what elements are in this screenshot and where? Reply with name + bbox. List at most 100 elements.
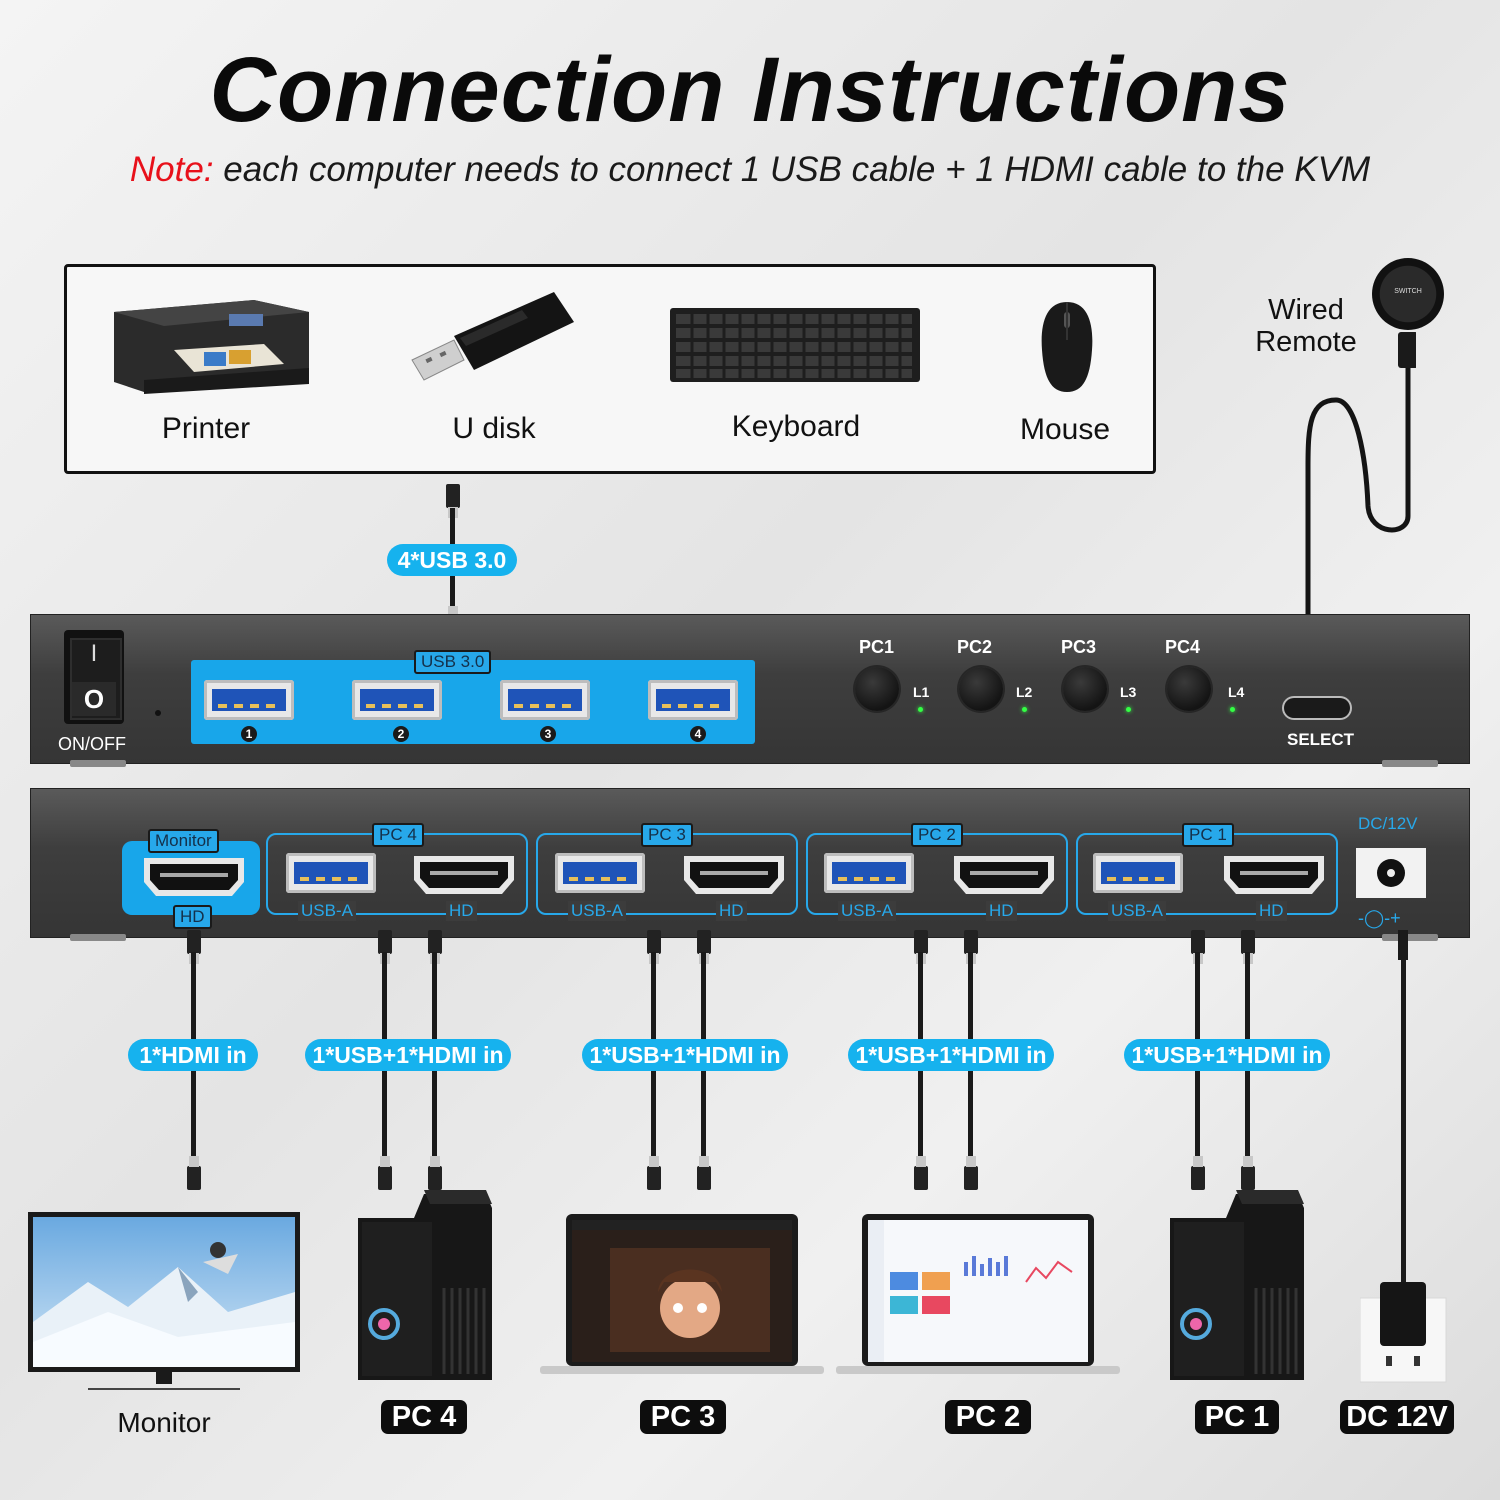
usb-plug (1191, 1156, 1205, 1190)
pc2-select-button[interactable] (959, 667, 1003, 711)
pc1-tower-icon (1170, 1190, 1304, 1380)
usb-plug (914, 930, 928, 964)
peripheral-label-keyboard: Keyboard (731, 410, 861, 443)
select-usb-c-port[interactable] (1284, 698, 1350, 718)
led-l1 (918, 707, 923, 712)
pc3-usb-a-port[interactable] (555, 853, 645, 893)
usb-plug (914, 1156, 928, 1190)
usb-plug (647, 930, 661, 964)
usb-drive-icon (411, 292, 574, 381)
pc4-usb-a-label: USB-A (298, 901, 356, 921)
led-label-l1: L1 (913, 684, 930, 700)
usb-plug (647, 1156, 661, 1190)
pc1-usb-a-port[interactable] (1093, 853, 1183, 893)
monitor-icon (28, 1212, 300, 1390)
power-switch[interactable]: I O (64, 630, 124, 724)
pc3-hdmi-port[interactable] (682, 854, 786, 896)
front-usb-port-4[interactable] (648, 680, 738, 720)
page-title: Connection Instructions (209, 39, 1291, 141)
select-label: SELECT (1287, 730, 1355, 749)
usb-plug (378, 1156, 392, 1190)
pc1-select-button[interactable] (855, 667, 899, 711)
pc4-select-button[interactable] (1167, 667, 1211, 711)
pc1-button-label: PC1 (859, 637, 895, 657)
device-label-pc1: PC 1 (1195, 1400, 1279, 1434)
pc2-usb-a-label: USB-A (838, 901, 896, 921)
foot (70, 760, 126, 767)
pc2-laptop-icon (836, 1214, 1120, 1374)
remote-label: Wired Remote (1236, 294, 1376, 358)
monitor-hd-label: HD (173, 905, 212, 929)
remote-device-text: SWITCH (1394, 288, 1422, 295)
pc4-group-label: PC 4 (372, 823, 424, 847)
hdmi-plug (964, 930, 978, 964)
pc3-laptop-icon (540, 1214, 824, 1374)
printer-icon (114, 300, 309, 394)
pc1-hdmi-port[interactable] (1222, 854, 1326, 896)
device-label-dc12v: DC 12V (1340, 1400, 1454, 1434)
dc-power-jack[interactable] (1356, 848, 1426, 898)
hdmi-plug (1241, 930, 1255, 964)
usb-group-label: USB 3.0 (414, 650, 492, 674)
hdmi-plug (964, 1156, 978, 1190)
pc1-hd-label: HD (1256, 901, 1287, 921)
note-prefix: Note: (129, 150, 214, 189)
hdmi-plug (428, 930, 442, 964)
front-usb-port-2[interactable] (352, 680, 442, 720)
pc2-usb-a-port[interactable] (824, 853, 914, 893)
wired-remote-device[interactable]: SWITCH (1372, 258, 1444, 330)
dc-label: DC/12V (1358, 814, 1418, 833)
mouse-icon (1041, 302, 1093, 392)
foot (1382, 760, 1438, 767)
hdmi-plug (1241, 1156, 1255, 1190)
pc4-button-label: PC4 (1165, 637, 1201, 657)
pc2-hd-label: HD (986, 901, 1017, 921)
pc1-usb-a-label: USB-A (1108, 901, 1166, 921)
usb-pill: 4*USB 3.0 (387, 544, 517, 576)
port-number-3: 3 (540, 726, 556, 742)
front-usb-port-3[interactable] (500, 680, 590, 720)
switch-on-mark: I (90, 640, 98, 667)
connection-pill-monitor: 1*HDMI in (128, 1039, 258, 1071)
pc2-group-label: PC 2 (911, 823, 963, 847)
polarity-symbol: -◯-+ (1358, 908, 1401, 928)
peripheral-label-mouse: Mouse (1019, 413, 1111, 446)
monitor-port-label: Monitor (148, 829, 219, 853)
port-number-2: 2 (393, 726, 409, 742)
keyboard-icon (670, 308, 920, 382)
device-label-pc2: PC 2 (945, 1400, 1031, 1434)
led-l3 (1126, 707, 1131, 712)
led-l2 (1022, 707, 1027, 712)
usb-plug (378, 930, 392, 964)
hdmi-plug (428, 1156, 442, 1190)
indicator-dot (155, 710, 161, 716)
led-l4 (1230, 707, 1235, 712)
connection-pill-pc1: 1*USB+1*HDMI in (1124, 1039, 1330, 1071)
dc-plug (1398, 930, 1408, 960)
pc1-group-label: PC 1 (1182, 823, 1234, 847)
switch-off-mark: O (72, 682, 116, 716)
device-label-monitor: Monitor (117, 1407, 211, 1438)
led-label-l2: L2 (1016, 684, 1033, 700)
pc3-hd-label: HD (716, 901, 747, 921)
pc4-hd-label: HD (446, 901, 477, 921)
hdmi-plug (187, 930, 201, 964)
hdmi-plug (697, 930, 711, 964)
front-usb-port-1[interactable] (204, 680, 294, 720)
remote-label-line2: Remote (1255, 326, 1357, 358)
pc4-hdmi-port[interactable] (412, 854, 516, 896)
pc3-select-button[interactable] (1063, 667, 1107, 711)
usb-plug (1191, 930, 1205, 964)
device-label-pc4: PC 4 (381, 1400, 467, 1434)
monitor-hdmi-port[interactable] (142, 856, 246, 898)
connection-pill-pc4: 1*USB+1*HDMI in (305, 1039, 511, 1071)
peripheral-label-printer: Printer (161, 412, 251, 445)
foot (70, 934, 126, 941)
remote-label-line1: Wired (1268, 294, 1344, 326)
pc4-usb-a-port[interactable] (286, 853, 376, 893)
device-label-pc3: PC 3 (640, 1400, 726, 1434)
pc2-hdmi-port[interactable] (952, 854, 1056, 896)
power-adapter-icon (1360, 1282, 1447, 1383)
peripheral-label-udisk: U disk (452, 412, 536, 445)
pc2-button-label: PC2 (957, 637, 993, 657)
